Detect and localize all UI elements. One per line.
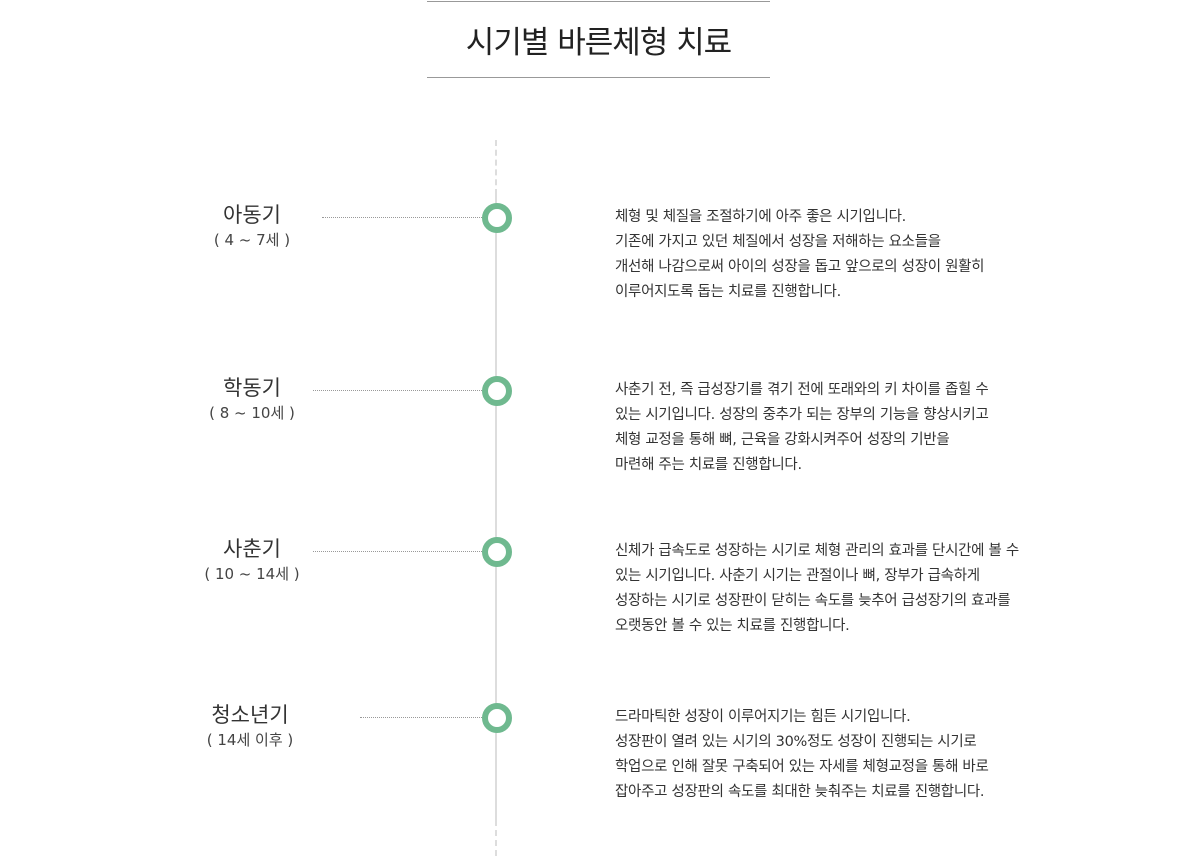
description-line: 오랫동안 볼 수 있는 치료를 진행합니다. — [615, 618, 850, 634]
description-line: 사춘기 전, 즉 급성장기를 겪기 전에 또래와의 키 차이를 좁힐 수 — [615, 382, 989, 398]
dotted-connector — [322, 217, 482, 218]
description-line: 학업으로 인해 잘못 구축되어 있는 자세를 체형교정을 통해 바로 — [615, 759, 989, 775]
page-header: 시기별 바른체형 치료 — [427, 1, 770, 78]
timeline-node-icon — [482, 703, 512, 733]
stage-description: 드라마틱한 성장이 이루어지기는 힘든 시기입니다. 성장판이 열려 있는 시기… — [615, 705, 1115, 805]
description-line: 성장판이 열려 있는 시기의 30%정도 성장이 진행되는 시기로 — [615, 734, 977, 750]
dotted-connector — [313, 390, 482, 391]
description-line: 있는 시기입니다. 사춘기 시기는 관절이나 뼈, 장부가 급속하게 — [615, 568, 980, 584]
description-line: 있는 시기입니다. 성장의 중추가 되는 장부의 기능을 향상시키고 — [615, 407, 989, 423]
stage-description: 체형 및 체질을 조절하기에 아주 좋은 시기입니다. 기존에 가지고 있던 체… — [615, 205, 1115, 305]
stage-range: ( 10 ~ 14세 ) — [204, 565, 300, 583]
timeline-node-icon — [482, 376, 512, 406]
description-line: 신체가 급속도로 성장하는 시기로 체형 관리의 효과를 단시간에 볼 수 — [615, 543, 1019, 559]
stage-description: 신체가 급속도로 성장하는 시기로 체형 관리의 효과를 단시간에 볼 수 있는… — [615, 539, 1115, 639]
description-line: 기존에 가지고 있던 체질에서 성장을 저해하는 요소들을 — [615, 234, 941, 250]
description-line: 체형 교정을 통해 뼈, 근육을 강화시켜주어 성장의 기반을 — [615, 432, 950, 448]
stage-label: 청소년기 ( 14세 이후 ) — [150, 701, 350, 751]
stage-description: 사춘기 전, 즉 급성장기를 겪기 전에 또래와의 키 차이를 좁힐 수 있는 … — [615, 378, 1115, 478]
stage-name: 청소년기 — [211, 703, 289, 727]
stage-label: 아동기 ( 4 ~ 7세 ) — [152, 201, 352, 251]
description-line: 체형 및 체질을 조절하기에 아주 좋은 시기입니다. — [615, 209, 906, 225]
stage-name: 학동기 — [223, 376, 281, 400]
description-line: 드라마틱한 성장이 이루어지기는 힘든 시기입니다. — [615, 709, 911, 725]
stage-range: ( 8 ~ 10세 ) — [209, 404, 295, 422]
timeline-dashed-top — [495, 140, 497, 195]
description-line: 잡아주고 성장판의 속도를 최대한 늦춰주는 치료를 진행합니다. — [615, 784, 985, 800]
timeline-node-icon — [482, 537, 512, 567]
timeline-dashed-bottom — [495, 820, 497, 856]
stage-label: 사춘기 ( 10 ~ 14세 ) — [152, 535, 352, 585]
timeline-node-icon — [482, 203, 512, 233]
dotted-connector — [360, 717, 482, 718]
timeline-line — [495, 195, 497, 820]
stage-range: ( 14세 이후 ) — [206, 731, 294, 749]
description-line: 마련해 주는 치료를 진행합니다. — [615, 457, 802, 473]
stage-name: 아동기 — [223, 203, 281, 227]
stage-range: ( 4 ~ 7세 ) — [213, 231, 291, 249]
dotted-connector — [313, 551, 482, 552]
description-line: 개선해 나감으로써 아이의 성장을 돕고 앞으로의 성장이 원활히 — [615, 259, 985, 275]
stage-name: 사춘기 — [223, 537, 281, 561]
stage-label: 학동기 ( 8 ~ 10세 ) — [152, 374, 352, 424]
description-line: 성장하는 시기로 성장판이 닫히는 속도를 늦추어 급성장기의 효과를 — [615, 593, 1011, 609]
description-line: 이루어지도록 돕는 치료를 진행합니다. — [615, 284, 841, 300]
page-title: 시기별 바른체형 치료 — [465, 25, 732, 61]
